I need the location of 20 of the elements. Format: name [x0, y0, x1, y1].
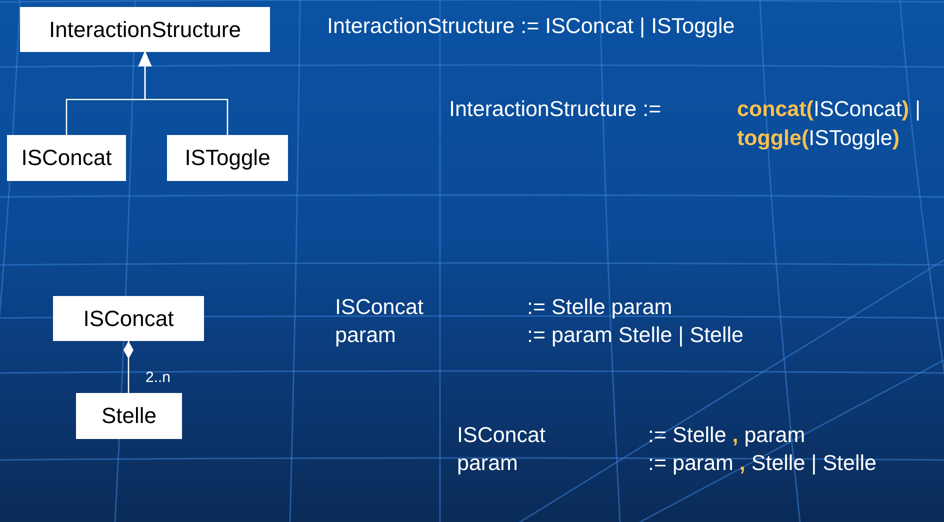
grammar-text: := Stelle param [527, 295, 672, 321]
class-box: InteractionStructure [20, 7, 270, 52]
grammar-text: InteractionStructure := [449, 97, 662, 123]
inheritance-arrow [138, 52, 228, 135]
class-box: ISToggle [167, 135, 288, 181]
grammar-text: param [335, 323, 396, 349]
grammar-text: concat(ISConcat) | [737, 97, 921, 123]
grammar-text: toggle(ISToggle) [737, 126, 900, 152]
grammar-text: param [457, 451, 518, 477]
grammar-text: InteractionStructure := ISConcat | ISToggle [327, 14, 735, 40]
class-box: ISConcat [53, 296, 204, 341]
composition-connector [124, 341, 134, 393]
class-box: Stelle [76, 393, 182, 439]
grammar-text: ISConcat [457, 423, 546, 449]
class-box: ISConcat [7, 135, 126, 181]
grammar-text: := param Stelle | Stelle [527, 323, 744, 349]
grammar-text: ISConcat [335, 295, 424, 321]
grammar-text: := Stelle , param [648, 423, 806, 449]
grammar-text: := param , Stelle | Stelle [648, 451, 876, 477]
multiplicity-label: 2..n [146, 369, 171, 386]
